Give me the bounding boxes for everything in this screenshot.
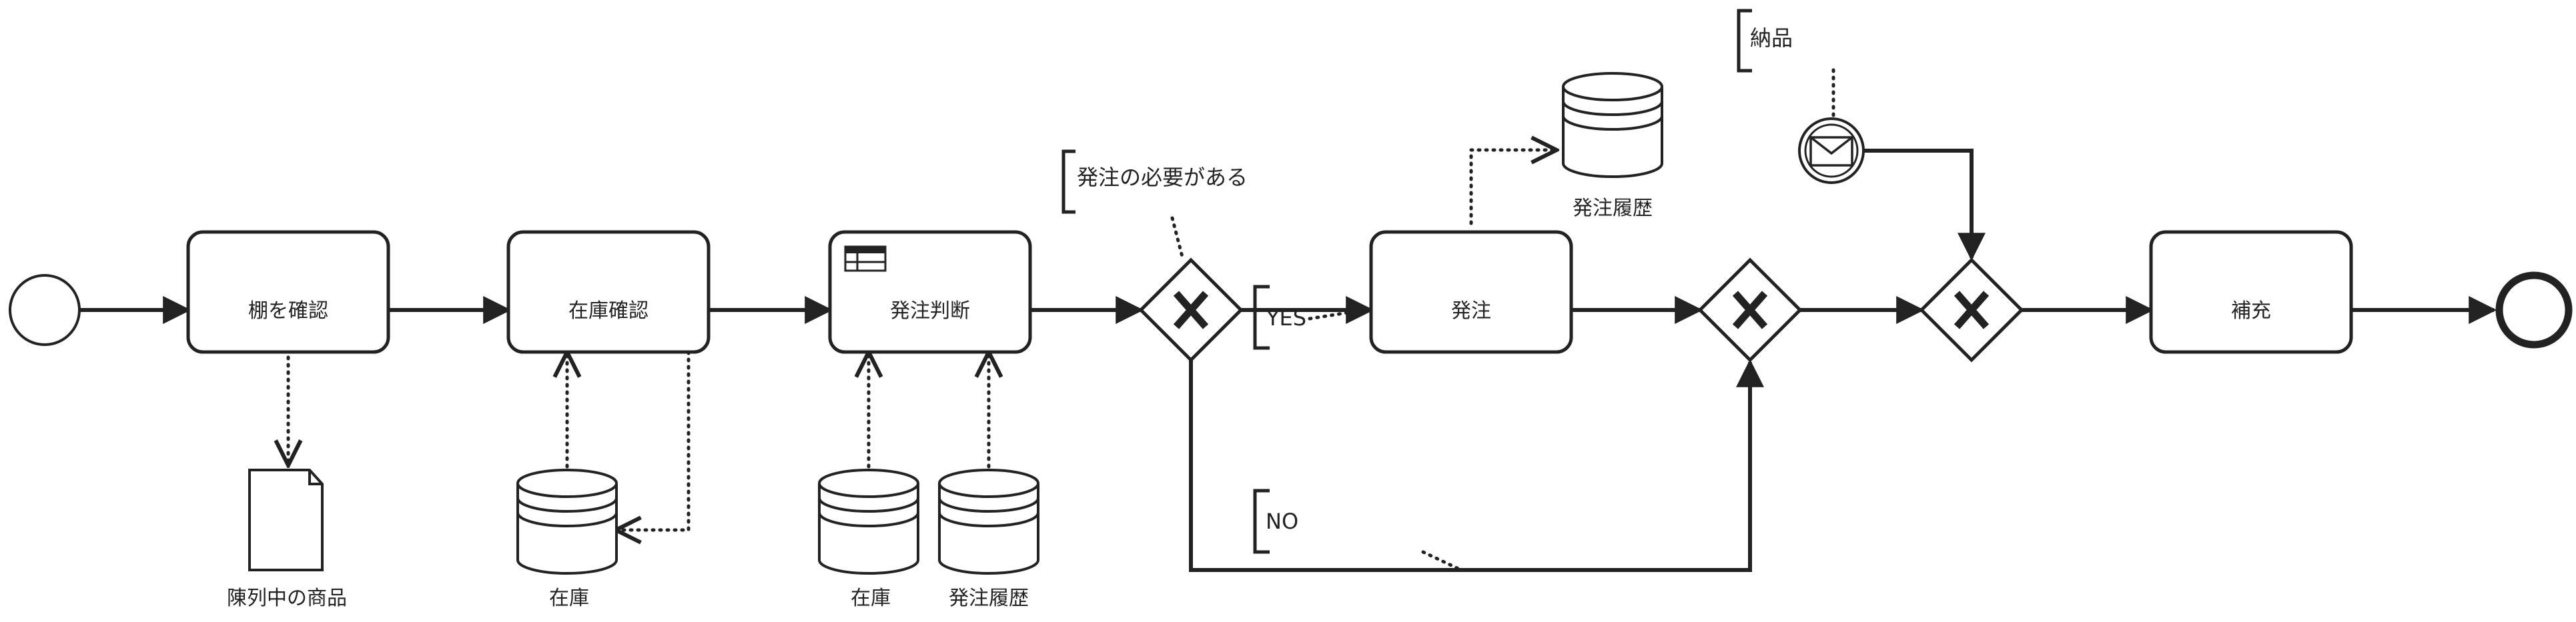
task-label: 補充 [2231, 299, 2271, 323]
task-replenish[interactable]: 補充 [2149, 230, 2353, 354]
assoc-stock-check-to-stock [616, 350, 691, 530]
exclusive-gateway-icon[interactable] [1919, 257, 2024, 363]
data-store-stock-1[interactable]: 在庫 [516, 469, 618, 610]
annotation-delivery[interactable]: 納品 [1737, 9, 1793, 73]
flow-no-to-merge-gateway[interactable] [1189, 359, 1764, 572]
flow-message-to-join-gateway[interactable] [1863, 149, 1986, 261]
task-label: 発注判断 [890, 299, 970, 323]
task-order[interactable]: 発注 [1369, 230, 1573, 354]
task-label: 在庫確認 [568, 299, 649, 323]
annotation-no[interactable]: NO [1253, 489, 1298, 554]
data-store-label: 在庫 [851, 587, 891, 610]
sequence-flows [80, 149, 2497, 572]
annotation-text: 納品 [1750, 25, 1793, 51]
annotation-need-order[interactable]: 発注の必要がある [1061, 149, 1248, 214]
data-store-label: 在庫 [549, 587, 589, 610]
annotation-text: YES [1266, 305, 1306, 331]
assoc-order-to-order-history [1469, 150, 1557, 225]
business-rule-table-icon [844, 245, 887, 272]
task-stock-check[interactable]: 在庫確認 [506, 230, 711, 354]
exclusive-gateway-icon[interactable] [1138, 257, 1244, 363]
task-order-decision[interactable]: 発注判断 [828, 230, 1032, 354]
data-store-stock-2[interactable]: 在庫 [818, 469, 919, 610]
annotation-text: 発注の必要がある [1077, 165, 1248, 190]
assoc-annotation-yes [1308, 308, 1366, 321]
data-store-label: 発注履歴 [1573, 197, 1653, 220]
exclusive-gateway-icon[interactable] [1697, 257, 1803, 363]
task-label: 棚を確認 [248, 299, 328, 323]
start-event-circle[interactable] [9, 274, 81, 346]
data-store-label: 発注履歴 [949, 587, 1029, 610]
data-object-label: 陳列中の商品 [227, 587, 347, 610]
data-object-display-items[interactable]: 陳列中の商品 [227, 469, 347, 610]
task-label: 発注 [1451, 299, 1491, 323]
task-check-shelf[interactable]: 棚を確認 [186, 230, 390, 354]
associations [288, 68, 1835, 572]
end-event-circle[interactable] [2495, 271, 2573, 349]
assoc-annotation-need-order [1170, 216, 1184, 259]
annotation-yes[interactable]: YES [1253, 285, 1306, 350]
annotation-text: NO [1266, 509, 1298, 534]
assoc-annotation-no [1421, 550, 1463, 572]
message-catch-event-icon[interactable] [1798, 117, 1865, 184]
data-store-order-history-2[interactable]: 発注履歴 [1562, 72, 1663, 220]
data-store-order-history-1[interactable]: 発注履歴 [938, 469, 1039, 610]
